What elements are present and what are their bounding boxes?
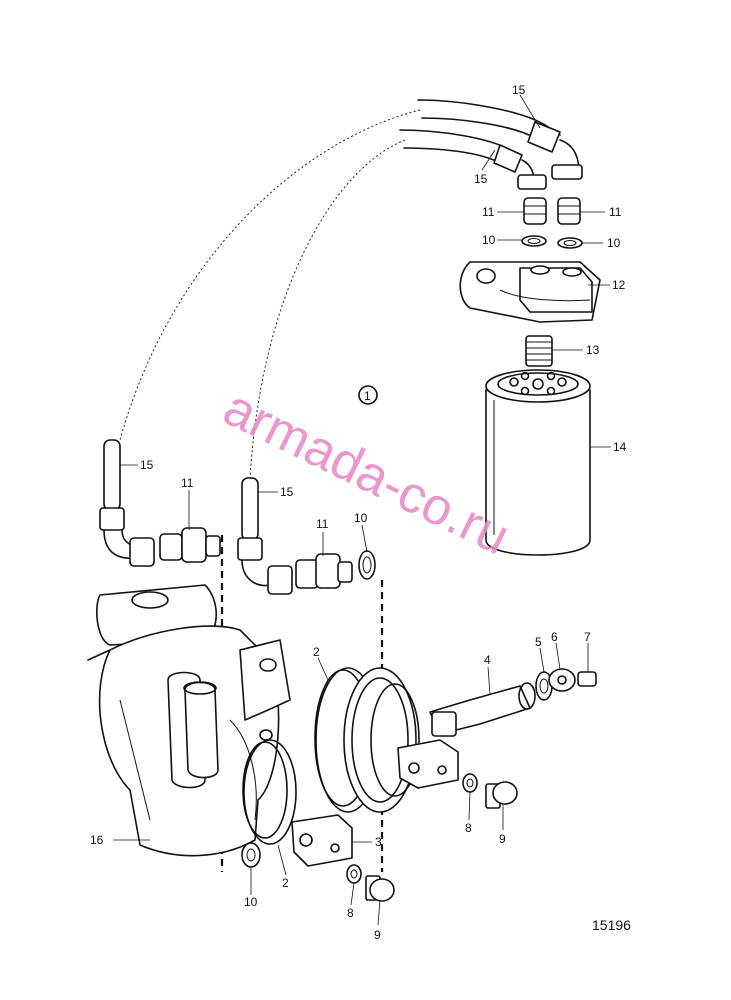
- callout-7: 7: [584, 630, 591, 644]
- callout-9: 9: [374, 928, 381, 942]
- callout-8: 8: [347, 906, 354, 920]
- callout-10: 10: [482, 233, 496, 247]
- callout-leader-lines: [113, 94, 611, 926]
- connecting-pipe: [429, 668, 597, 737]
- lower-fasteners: [241, 773, 518, 902]
- upper-hoses: [399, 99, 583, 190]
- left-hose-assembly: [99, 439, 221, 567]
- engine-housing: [87, 584, 291, 857]
- callout-labels: 15 15 11 11 10 10 12 13 14 15 11 15 11 1…: [90, 83, 627, 942]
- callout-2: 2: [313, 645, 320, 659]
- seal-and-adapter-assembly: [242, 667, 459, 867]
- callout-14: 14: [613, 440, 627, 454]
- callout-10: 10: [244, 895, 258, 909]
- callout-11: 11: [609, 205, 622, 219]
- filter-bracket: [459, 261, 601, 323]
- callout-4: 4: [484, 653, 491, 667]
- drawing-reference-number: 15196: [592, 917, 631, 933]
- callout-15: 15: [140, 458, 154, 472]
- view-marker: 1: [358, 385, 378, 405]
- view-marker-label: 1: [364, 389, 371, 403]
- callout-11: 11: [316, 517, 329, 531]
- upper-fittings: [521, 197, 583, 249]
- callout-10: 10: [354, 511, 368, 525]
- callout-15: 15: [280, 485, 294, 499]
- callout-11: 11: [181, 476, 194, 490]
- callout-3: 3: [375, 835, 382, 849]
- callout-16: 16: [90, 833, 104, 847]
- oil-filter: [485, 369, 591, 556]
- callout-9: 9: [499, 832, 506, 846]
- middle-hose-assembly: [237, 477, 376, 595]
- callout-8: 8: [465, 821, 472, 835]
- threaded-nipple: [525, 335, 553, 367]
- callout-2: 2: [282, 876, 289, 890]
- callout-10: 10: [607, 236, 621, 250]
- callout-15: 15: [474, 172, 488, 186]
- callout-12: 12: [612, 278, 626, 292]
- callout-11: 11: [482, 205, 495, 219]
- callout-5: 5: [535, 635, 542, 649]
- callout-13: 13: [586, 343, 600, 357]
- callout-6: 6: [551, 630, 558, 644]
- callout-15: 15: [512, 83, 526, 97]
